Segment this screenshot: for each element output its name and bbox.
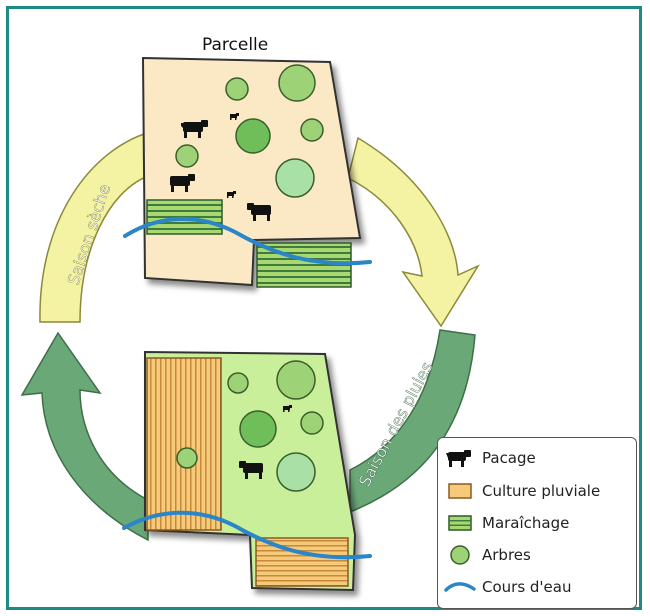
legend: Pacage Culture pluviale Maraîchage Arbre…: [437, 437, 637, 609]
tree-icon: [228, 373, 248, 393]
tree-icon: [277, 453, 315, 491]
tree-icon: [226, 78, 248, 100]
legend-label: Culture pluviale: [482, 482, 600, 500]
tree-icon: [276, 159, 314, 197]
rainfed-crop-field-2: [256, 538, 348, 586]
tree-icon: [177, 448, 197, 468]
tree-icon: [176, 145, 198, 167]
tree-icon: [301, 119, 323, 141]
legend-item-pasture: Pacage: [438, 444, 636, 472]
legend-label: Pacage: [482, 449, 536, 467]
market-garden-icon: [448, 515, 472, 531]
legend-item-watercourse: Cours d'eau: [438, 573, 636, 601]
tree-icon: [448, 543, 472, 567]
legend-label: Arbres: [482, 546, 531, 564]
legend-label: Maraîchage: [482, 514, 569, 532]
legend-item-market-garden: Maraîchage: [438, 509, 636, 537]
dry-season-arrow-tail: [348, 138, 478, 326]
tree-icon: [240, 411, 276, 447]
rainfed-crop-icon: [448, 483, 472, 499]
plot-title: Parcelle: [202, 35, 268, 55]
tree-icon: [279, 65, 315, 101]
watercourse-icon: [444, 579, 476, 595]
rainy-season-arrow-head: [22, 333, 148, 540]
tree-icon: [301, 412, 323, 434]
rainfed-crop-field-1: [147, 358, 221, 530]
legend-label: Cours d'eau: [482, 578, 571, 596]
cattle-icon: [446, 448, 474, 468]
legend-item-rainfed-crop: Culture pluviale: [438, 477, 636, 505]
tree-icon: [236, 119, 270, 153]
tree-icon: [277, 361, 315, 399]
legend-item-trees: Arbres: [438, 541, 636, 569]
